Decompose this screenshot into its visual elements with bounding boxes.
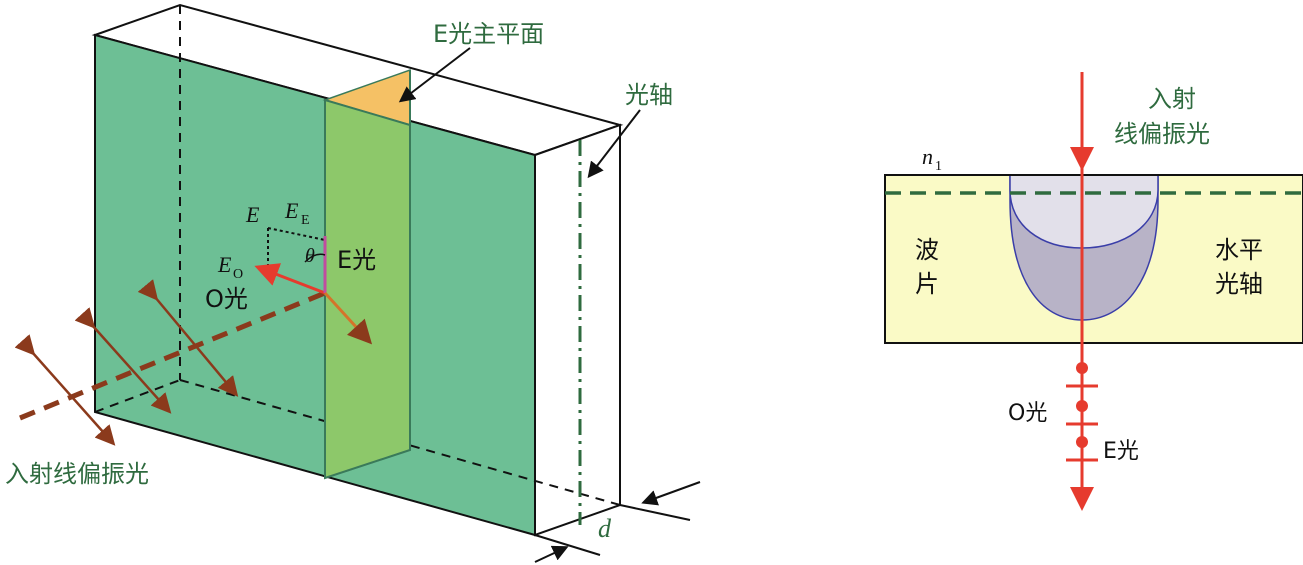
vector-ee-label: E bbox=[284, 198, 299, 223]
optic-axis-label: 光轴 bbox=[625, 81, 673, 109]
medium-subscript: 1 bbox=[935, 159, 942, 174]
right-light-path bbox=[1066, 72, 1098, 511]
thickness-label: d bbox=[598, 514, 612, 543]
vector-ee-subscript: E bbox=[301, 213, 310, 228]
wave-plate bbox=[884, 174, 1303, 344]
plane-leader bbox=[398, 47, 471, 103]
axis-label-1: 水平 bbox=[1215, 236, 1263, 264]
e-principal-plane bbox=[322, 68, 411, 480]
angle-theta-label: θ bbox=[305, 245, 315, 267]
crystal-side-face bbox=[534, 123, 621, 537]
incident-label-1: 入射 bbox=[1148, 85, 1196, 113]
axis-leader bbox=[587, 109, 641, 179]
incident-light-label: 入射线偏振光 bbox=[5, 460, 149, 488]
axis-label-2: 光轴 bbox=[1215, 270, 1263, 298]
plate-label-1: 波 bbox=[915, 236, 939, 264]
vector-eo-subscript: O bbox=[233, 267, 243, 282]
crystal-block bbox=[91, 3, 624, 537]
plate-label-2: 片 bbox=[915, 270, 939, 298]
e-principal-plane-label: E光主平面 bbox=[433, 20, 544, 48]
right-o-light-label: O光 bbox=[1008, 401, 1047, 426]
o-light-label: O光 bbox=[205, 285, 248, 313]
incident-light-path bbox=[14, 279, 326, 446]
field-vectors bbox=[254, 227, 373, 345]
medium-label: n bbox=[922, 144, 933, 169]
incident-label-2: 线偏振光 bbox=[1114, 120, 1210, 148]
right-e-light-label: E光 bbox=[1103, 439, 1139, 464]
e-light-label: E光 bbox=[337, 246, 376, 274]
vector-eo-label: E bbox=[217, 252, 232, 277]
thickness-marker bbox=[534, 481, 701, 563]
vector-e-label: E bbox=[245, 202, 260, 227]
